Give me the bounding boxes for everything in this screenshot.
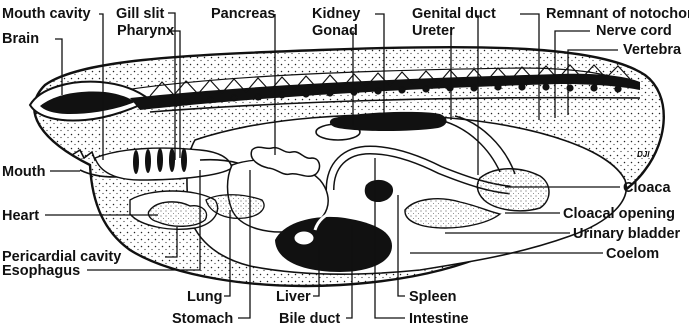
label-lung: Lung [187,289,222,305]
body-drawing: DJI [30,47,664,286]
label-coelom: Coelom [606,246,659,262]
label-nerve-cord: Nerve cord [596,23,672,39]
label-kidney: Kidney [312,6,360,22]
label-genital-duct: Genital duct [412,6,496,22]
label-brain: Brain [2,31,39,47]
label-stomach: Stomach [172,311,233,327]
label-esophagus: Esophagus [2,263,80,279]
label-pancreas: Pancreas [211,6,276,22]
label-cloaca: Cloaca [623,180,671,196]
pharynx-shape [95,148,232,180]
label-vertebra: Vertebra [623,42,682,58]
label-remnant-notochord: Remnant of notochord [546,6,689,22]
gallbladder-shape [294,231,314,245]
label-mouth: Mouth [2,164,45,180]
artist-signature: DJI [637,150,650,159]
label-bile-duct: Bile duct [279,311,340,327]
label-cloacal-opening: Cloacal opening [563,206,675,222]
label-pharynx: Pharynx [117,23,174,39]
label-intestine: Intestine [409,311,469,327]
label-heart: Heart [2,208,39,224]
label-gill-slit: Gill slit [116,6,165,22]
label-urinary-bladder: Urinary bladder [573,226,681,242]
label-ureter: Ureter [412,23,455,39]
label-liver: Liver [276,289,311,305]
label-mouth-cavity: Mouth cavity [2,6,91,22]
label-spleen: Spleen [409,289,457,305]
label-gonad: Gonad [312,23,358,39]
